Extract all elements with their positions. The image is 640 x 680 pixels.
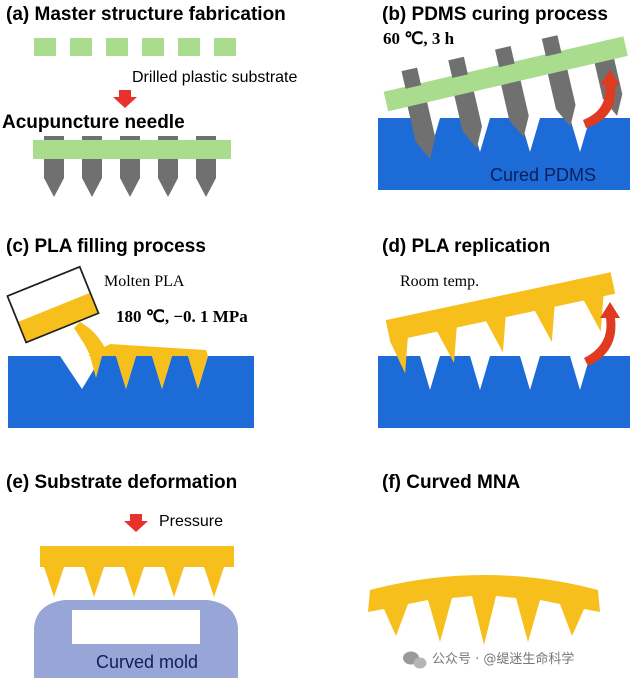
beaker-pla (17, 292, 99, 343)
mold-bumps (86, 602, 172, 610)
room-temp-label: Room temp. (400, 273, 479, 290)
needle-head (401, 67, 422, 89)
panel-e: (e) Substrate deformation Pressure Curve… (6, 472, 238, 678)
substrate-piece (142, 38, 164, 56)
down-arrow (113, 90, 137, 108)
mold-cavity (72, 610, 200, 644)
needle-head (495, 45, 515, 68)
filling-condition: 180 ℃, −0. 1 MPa (116, 307, 248, 326)
substrate-with-needles (33, 140, 231, 159)
panel-d-title: (d) PLA replication (382, 236, 550, 257)
substrate-piece (106, 38, 128, 56)
needle-label: Acupuncture needle (2, 112, 185, 133)
pla-microneedle-array (385, 272, 616, 374)
demold-arrow (584, 302, 620, 366)
panel-f-title: (f) Curved MNA (382, 472, 521, 493)
drilled-substrate-pieces (34, 38, 236, 56)
pla-fill (88, 344, 208, 389)
substrate-piece (178, 38, 200, 56)
wechat-icon (403, 651, 427, 669)
pla-in-cavity (116, 356, 136, 389)
pdms-label: Cured PDMS (490, 165, 596, 185)
watermark: 公众号 · @缇迷生命科学 (403, 651, 574, 669)
curved-pla-mna (368, 575, 600, 645)
panel-f: (f) Curved MNA (368, 472, 600, 645)
mold-bump (154, 602, 172, 610)
pdms-mold-d (378, 356, 630, 428)
cured-pdms-block (378, 118, 630, 190)
flat-pla-mna (40, 546, 234, 597)
substrate (383, 36, 628, 112)
panel-c-title: (c) PLA filling process (6, 236, 206, 257)
curved-mold-label: Curved mold (96, 652, 198, 672)
pla-in-cavity (90, 356, 102, 378)
needle-head (541, 35, 562, 57)
substrate-label: Drilled plastic substrate (132, 69, 298, 86)
pla-overflow (88, 344, 208, 356)
watermark-text: 公众号 · @缇迷生命科学 (432, 651, 574, 667)
pressure-label: Pressure (159, 513, 223, 530)
curing-condition: 60 ℃, 3 h (383, 29, 455, 48)
panel-b: (b) PDMS curing process 60 ℃, 3 h Cured … (378, 4, 630, 190)
panel-a: (a) Master structure fabrication Drilled… (2, 4, 298, 197)
mold-bump (86, 602, 104, 610)
panel-a-title: (a) Master structure fabrication (6, 4, 286, 25)
beaker-rim (6, 265, 100, 344)
peel-arrow (583, 70, 620, 128)
panel-c: (c) PLA filling process Molten PLA 180 ℃… (6, 236, 254, 428)
pla-in-cavity (152, 356, 172, 389)
pressure-arrow (124, 514, 148, 532)
substrate-piece (214, 38, 236, 56)
substrate-piece (70, 38, 92, 56)
pdms-mold-c (8, 356, 254, 428)
pla-stream (74, 322, 116, 356)
pouring-beaker (6, 265, 100, 344)
substrate-piece (34, 38, 56, 56)
panel-e-title: (e) Substrate deformation (6, 472, 237, 493)
mold-bump (120, 602, 138, 610)
pla-replica (385, 272, 616, 374)
needle-head (448, 56, 468, 78)
molten-pla-label: Molten PLA (104, 273, 185, 290)
panel-b-title: (b) PDMS curing process (382, 4, 608, 25)
pla-in-cavity (188, 356, 208, 389)
panel-d: (d) PLA replication Room temp. (378, 236, 630, 428)
